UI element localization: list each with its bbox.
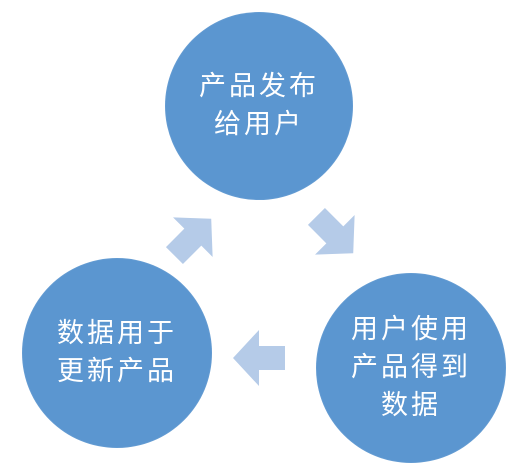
arrow-right-to-left	[233, 330, 285, 386]
arrow-top-to-right	[307, 207, 355, 255]
node-update-label: 数据用于 更新产品	[57, 318, 177, 387]
node-publish-product: 产品发布 给用户	[165, 12, 353, 200]
node-user-data-label: 用户使用 产品得到 数据	[351, 314, 471, 421]
node-user-data: 用户使用 产品得到 数据	[316, 273, 506, 463]
arrow-left-to-top	[165, 217, 213, 265]
node-publish-label: 产品发布 给用户	[199, 71, 319, 140]
node-update-product: 数据用于 更新产品	[22, 258, 212, 448]
